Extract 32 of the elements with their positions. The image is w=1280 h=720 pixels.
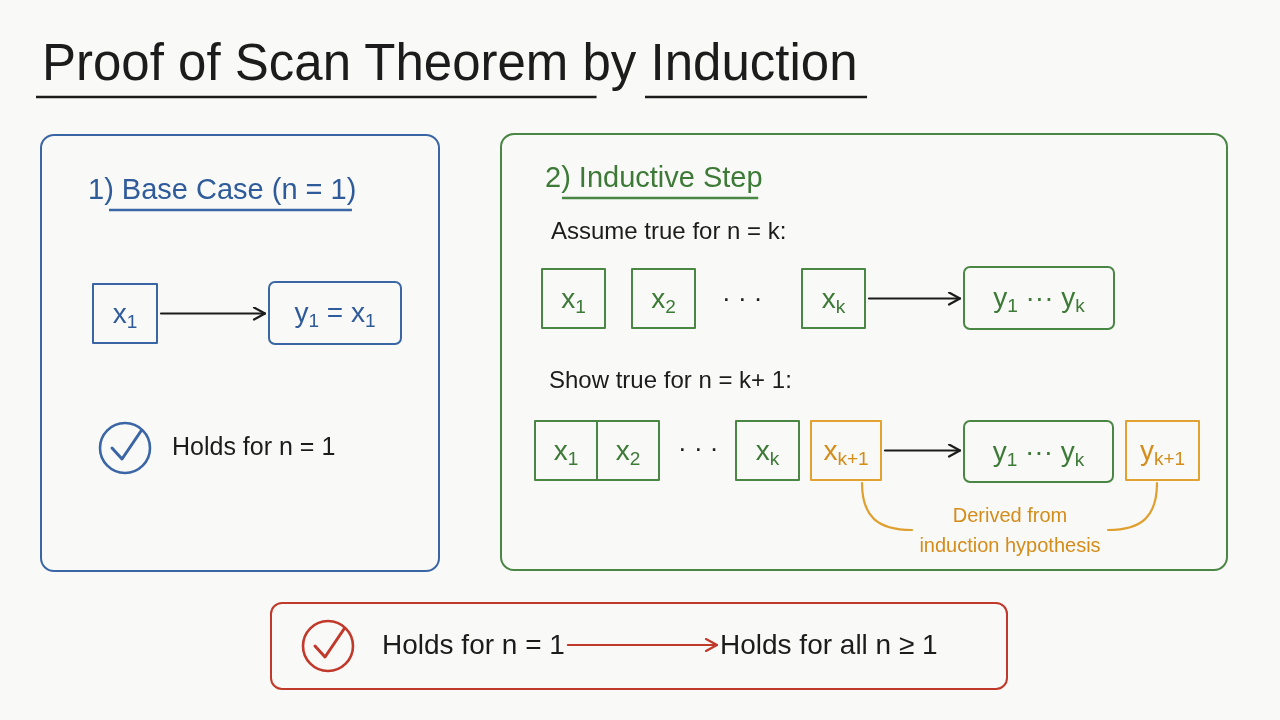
- leader-line: [860, 481, 914, 532]
- term-box: x$_{2}$: [596, 420, 660, 481]
- arrow: [867, 291, 962, 306]
- term-box: x$_{k}$: [735, 420, 800, 481]
- term-box: x$_{k}$: [801, 268, 866, 329]
- term-box: x$_{1}$: [541, 268, 606, 329]
- conclusion-box: [270, 602, 1008, 690]
- statement-text: Holds for all n ≥ 1: [720, 625, 938, 665]
- result-text: Holds for n = 1: [172, 431, 336, 462]
- leader-line: [1106, 481, 1159, 532]
- ellipsis-text: · · ·: [722, 282, 763, 315]
- title: Proof of Scan Theorem by Induction: [42, 33, 858, 93]
- arrow: [566, 637, 719, 653]
- ellipsis-text: · · ·: [678, 432, 719, 465]
- statement-text: Holds for n = 1: [382, 625, 565, 665]
- section-panel: [500, 133, 1228, 571]
- arrow: [883, 443, 962, 458]
- term-box: x$_{1}$: [534, 420, 598, 481]
- section-panel: [40, 134, 440, 572]
- result-box: y$_{1}$ ··· y$_{k}$: [963, 266, 1115, 330]
- result-box: y$_{1}$ = x$_{1}$: [268, 281, 402, 345]
- result-box: y$_{1}$ ··· y$_{k}$: [963, 420, 1114, 483]
- annotation-text: Derived from induction hypothesis: [914, 500, 1106, 560]
- new-term-box: x$_{k+1}$: [810, 420, 882, 481]
- term-box: x$_{1}$: [92, 283, 158, 344]
- subheading-text: Show true for n = k+ 1:: [549, 365, 792, 395]
- new-term-box: y$_{k+1}$: [1125, 420, 1200, 481]
- panel-heading: 1) Base Case (n = 1): [88, 172, 357, 207]
- panel-heading: 2) Inductive Step: [545, 160, 763, 195]
- term-box: x$_{2}$: [631, 268, 696, 329]
- subheading-text: Assume true for n = k:: [551, 216, 787, 246]
- arrow: [159, 306, 267, 321]
